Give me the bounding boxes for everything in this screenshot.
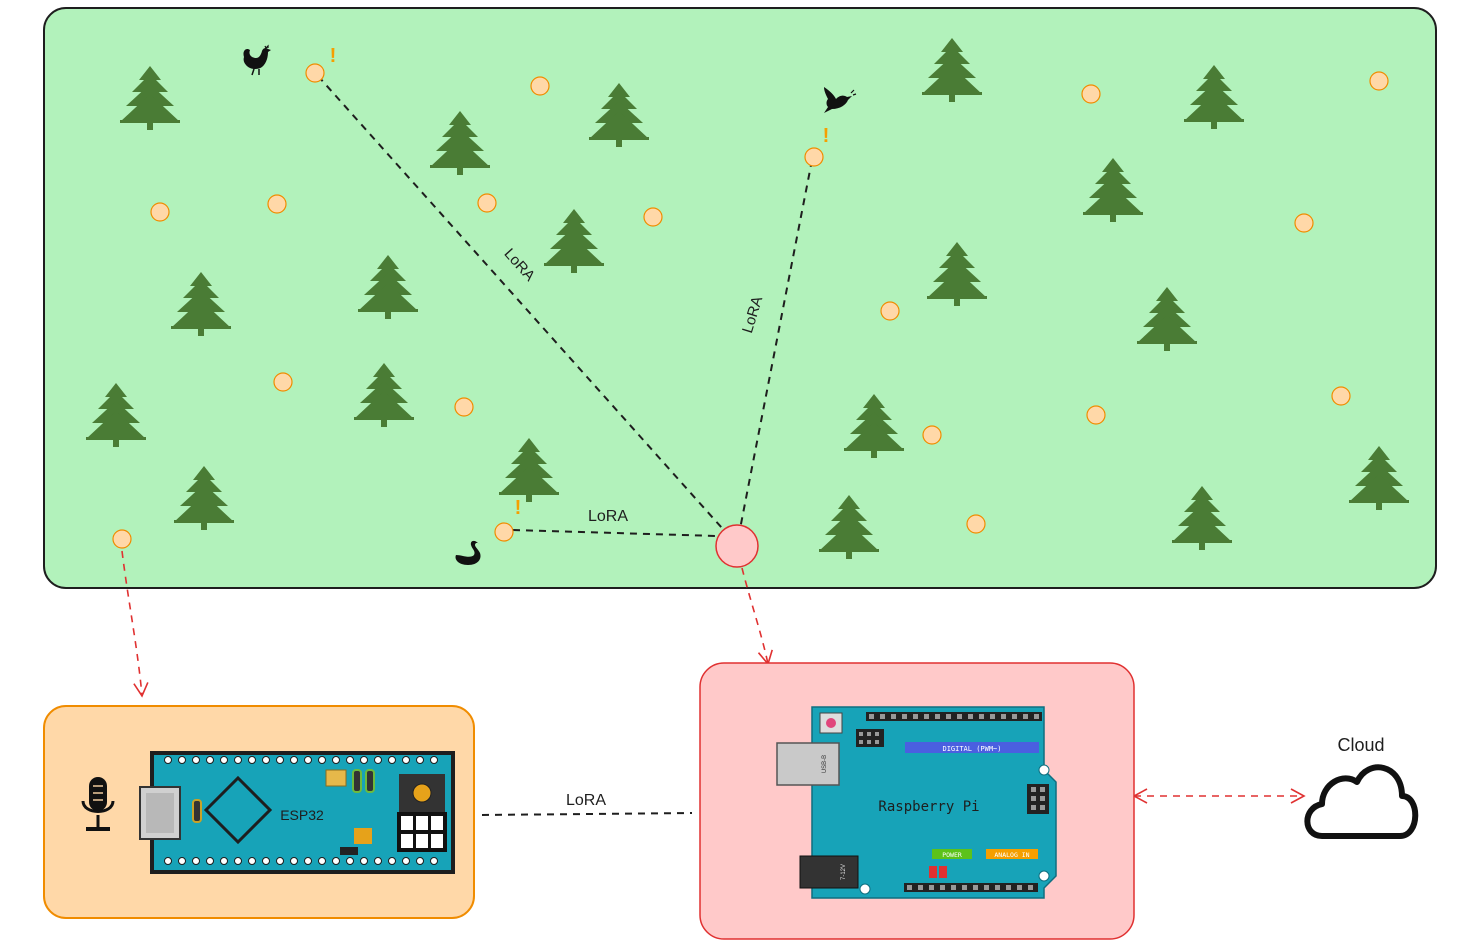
- arrow-sensor-to-esp: [121, 550, 149, 698]
- lora-label-swan: LoRA: [588, 508, 628, 525]
- gateway-node: [715, 524, 759, 568]
- power-jack-label: 7-12V: [841, 864, 847, 880]
- alert-mark: !: [823, 125, 830, 147]
- alert-marks: ! ! !: [330, 45, 830, 519]
- uplink-label: LoRA: [566, 792, 606, 809]
- pi-label: Raspberry Pi: [878, 799, 979, 815]
- sensor-node: [112, 529, 132, 549]
- pi-board: USB-B 7-12V DIGITAL (PWM~): [776, 706, 1057, 899]
- uplink-line: [481, 812, 693, 816]
- pi-panel: USB-B 7-12V DIGITAL (PWM~): [699, 662, 1135, 940]
- usb-label: USB-B: [822, 755, 828, 773]
- esp32-label: ESP32: [280, 807, 324, 823]
- usb-port: [776, 742, 840, 786]
- sensor-node: [150, 202, 170, 222]
- sensor-nodes: [112, 63, 1389, 549]
- digital-label: DIGITAL (PWM~): [942, 745, 1001, 753]
- sensor-node: [804, 147, 824, 167]
- sensor-node: [530, 76, 550, 96]
- sensor-node: [1294, 213, 1314, 233]
- sensor-node: [267, 194, 287, 214]
- esp32-bottom-pins: [164, 857, 438, 865]
- lora-link-dove: [739, 159, 813, 530]
- power-jack: [799, 855, 859, 889]
- sensor-node: [643, 207, 663, 227]
- sensor-node: [922, 425, 942, 445]
- sensor-node: [1331, 386, 1351, 406]
- analog-label: ANALOG IN: [994, 851, 1029, 859]
- esp32-board: ESP32: [139, 751, 455, 874]
- swan-icon: [455, 540, 481, 565]
- cloud-icon: [1304, 764, 1419, 839]
- sensor-node: [454, 397, 474, 417]
- forest-background: [43, 7, 1437, 589]
- sensor-node: [1081, 84, 1101, 104]
- sensor-node: [477, 193, 497, 213]
- alert-mark: !: [515, 497, 522, 519]
- sensor-node: [880, 301, 900, 321]
- sensor-node: [1086, 405, 1106, 425]
- cloud: Cloud: [1304, 735, 1419, 839]
- sensor-node: [273, 372, 293, 392]
- forest-area: LoRA LoRA LoRA !: [43, 7, 1437, 589]
- microphone-icon: [81, 777, 115, 831]
- alert-mark: !: [330, 45, 337, 67]
- cloud-label: Cloud: [1337, 735, 1384, 755]
- sensor-node: [305, 63, 325, 83]
- sensor-node: [966, 514, 986, 534]
- sensor-node: [494, 522, 514, 542]
- dove-icon: [824, 87, 857, 113]
- esp32-top-pins: [164, 756, 438, 764]
- esp-panel: ESP32: [43, 705, 475, 919]
- sensor-node: [1369, 71, 1389, 91]
- arrows: LoRA: [121, 550, 1306, 816]
- lora-link-swan: [512, 529, 718, 537]
- hen-icon: [243, 44, 271, 76]
- esp32-chip: [203, 775, 273, 845]
- power-label: POWER: [942, 851, 962, 859]
